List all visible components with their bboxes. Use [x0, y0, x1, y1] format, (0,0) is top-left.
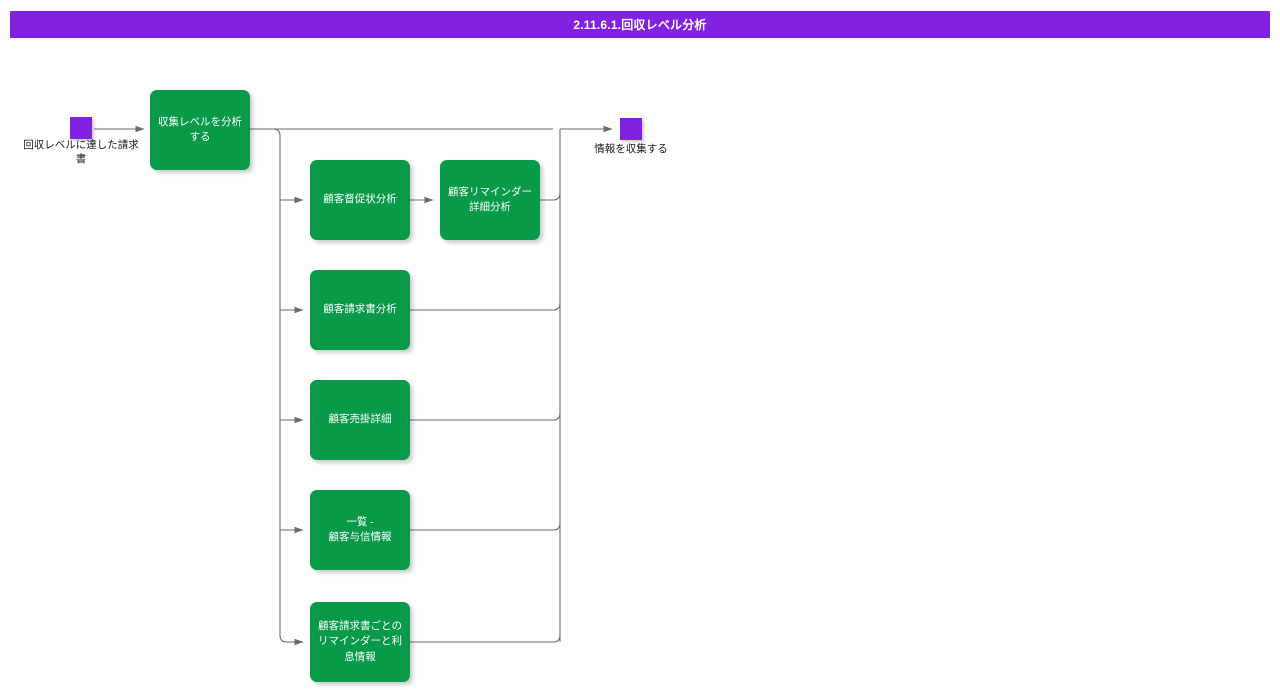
process-customer-invoice-reminder-interest-info[interactable]: 顧客請求書ごとのリマインダーと利息情報: [310, 602, 410, 682]
process-label: 顧客請求書ごとのリマインダーと利息情報: [318, 621, 402, 663]
process-label: 顧客請求書分析: [323, 304, 397, 316]
edge-invoice-to-merge: [410, 302, 561, 311]
process-customer-dunning-analysis[interactable]: 顧客督促状分析: [310, 160, 410, 240]
header-bar: 2.11.6.1.回収レベル分析: [10, 11, 1270, 38]
process-label: 収集レベルを分析する: [158, 116, 242, 143]
edge-receivable-to-merge: [410, 412, 561, 421]
process-label: 一覧 - 顧客与信情報: [328, 516, 392, 543]
process-customer-receivable-detail[interactable]: 顧客売掛詳細: [310, 380, 410, 460]
edge-credit-to-merge: [410, 522, 561, 531]
process-label: 顧客督促状分析: [323, 194, 397, 206]
branch-bus: [272, 128, 288, 643]
process-label: 顧客リマインダー詳細分析: [448, 186, 532, 213]
process-list-customer-credit-info[interactable]: 一覧 - 顧客与信情報: [310, 490, 410, 570]
end-terminator[interactable]: [620, 118, 642, 140]
edge-reminder-detail-to-merge: [540, 192, 561, 201]
process-label: 顧客売掛詳細: [328, 414, 392, 426]
process-customer-invoice-analysis[interactable]: 顧客請求書分析: [310, 270, 410, 350]
start-terminator-label: 回収レベルに達した請求書: [23, 140, 139, 166]
process-analyze-collection-level[interactable]: 収集レベルを分析する: [150, 90, 250, 170]
process-customer-reminder-detail-analysis[interactable]: 顧客リマインダー詳細分析: [440, 160, 540, 240]
page-title: 2.11.6.1.回収レベル分析: [573, 18, 707, 32]
edge-reminder-interest-to-merge: [410, 634, 561, 643]
start-terminator[interactable]: [70, 117, 92, 139]
end-terminator-label: 情報を収集する: [594, 144, 668, 155]
